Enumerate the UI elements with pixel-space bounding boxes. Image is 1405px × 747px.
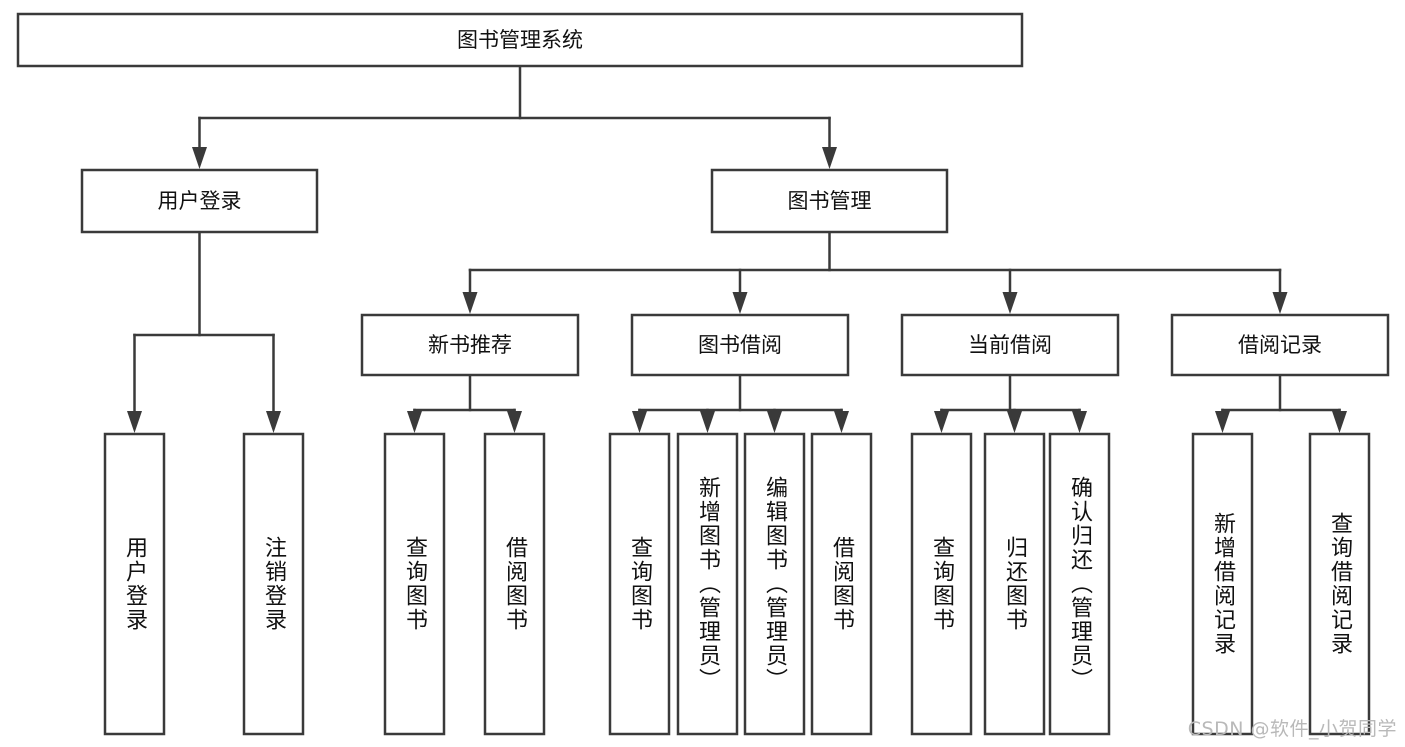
node-label-bookmgmt: 图书管理: [788, 189, 872, 213]
arrow-head-icon: [1332, 411, 1347, 433]
arrow-head-icon: [1072, 411, 1087, 433]
node-box-leaf-4[interactable]: [483, 432, 546, 736]
arrow-head-icon: [834, 411, 849, 433]
node-box-newbook[interactable]: [360, 313, 580, 377]
node-label-borrow: 图书借阅: [698, 333, 782, 357]
node-box-login[interactable]: [80, 168, 319, 234]
node-box-leaf-1[interactable]: [103, 432, 166, 736]
node-box-borrow[interactable]: [630, 313, 850, 377]
node-box-layer: [16, 12, 1390, 736]
arrow-head-icon: [266, 411, 281, 433]
arrow-head-icon: [127, 411, 142, 433]
node-label-login: 用户登录: [158, 189, 242, 213]
node-box-leaf-12[interactable]: [1191, 432, 1254, 736]
node-box-leaf-10[interactable]: [983, 432, 1046, 736]
arrow-head-icon: [192, 147, 207, 169]
arrow-head-icon: [934, 411, 949, 433]
arrow-head-icon: [507, 411, 522, 433]
node-label-records: 借阅记录: [1238, 333, 1322, 357]
arrow-head-icon: [1007, 411, 1022, 433]
node-box-leaf-2[interactable]: [242, 432, 305, 736]
node-box-records[interactable]: [1170, 313, 1390, 377]
arrow-head-icon: [462, 292, 478, 314]
node-box-current[interactable]: [900, 313, 1120, 377]
arrow-head-icon: [1215, 411, 1230, 433]
node-box-leaf-13[interactable]: [1308, 432, 1371, 736]
node-box-leaf-6[interactable]: [676, 432, 739, 736]
arrow-head-icon: [1272, 292, 1288, 314]
node-label-newbook: 新书推荐: [428, 333, 512, 357]
connector-layer: [127, 64, 1347, 433]
arrow-head-icon: [700, 411, 715, 433]
node-box-leaf-7[interactable]: [743, 432, 806, 736]
node-box-leaf-8[interactable]: [810, 432, 873, 736]
arrow-head-icon: [1002, 292, 1018, 314]
node-box-leaf-3[interactable]: [383, 432, 446, 736]
watermark-text: CSDN @软件_小贺同学: [1187, 718, 1397, 740]
arrow-head-icon: [767, 411, 782, 433]
arrow-head-icon: [632, 411, 647, 433]
node-box-root[interactable]: [16, 12, 1024, 68]
arrow-head-icon: [822, 147, 837, 169]
node-label-current: 当前借阅: [968, 333, 1052, 357]
node-box-bookmgmt[interactable]: [710, 168, 949, 234]
node-box-leaf-5[interactable]: [608, 432, 671, 736]
arrow-head-icon: [407, 411, 422, 433]
arrow-head-icon: [732, 292, 748, 314]
node-box-leaf-9[interactable]: [910, 432, 973, 736]
node-label-root: 图书管理系统: [457, 28, 583, 52]
node-box-leaf-11[interactable]: [1048, 432, 1111, 736]
